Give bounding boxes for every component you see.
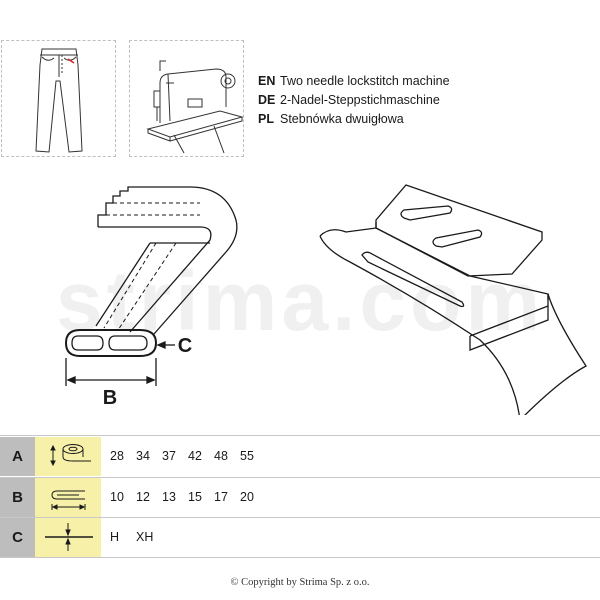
row-letter: B bbox=[0, 478, 35, 517]
table-row-a: A 28 34 37 42 48 55 bbox=[0, 437, 600, 476]
jeans-thumbnail bbox=[1, 40, 116, 157]
row-values: 28 34 37 42 48 55 bbox=[110, 437, 266, 476]
folded-tape-drawing bbox=[64, 186, 238, 386]
value-cell: 48 bbox=[214, 449, 228, 463]
language-text: Stebnówka dwuigłowa bbox=[280, 112, 404, 126]
sewing-machine-icon bbox=[146, 60, 244, 154]
language-code: PL bbox=[258, 112, 274, 126]
language-line-en: EN Two needle lockstitch machine bbox=[258, 73, 450, 90]
language-code: EN bbox=[258, 74, 276, 88]
technical-diagram: strima.com B C bbox=[56, 184, 587, 415]
value-cell: 17 bbox=[214, 490, 228, 504]
value-cell: H bbox=[110, 530, 120, 544]
copyright-notice: © Copyright by Strima Sp. z o.o. bbox=[230, 577, 370, 588]
row-values: H XH bbox=[110, 518, 162, 557]
table-row-c: C H XH bbox=[0, 518, 600, 557]
language-line-pl: PL Stebnówka dwuigłowa bbox=[258, 111, 404, 128]
row-letter: A bbox=[0, 437, 35, 476]
folded-width-icon bbox=[51, 490, 86, 510]
value-cell: 37 bbox=[162, 449, 176, 463]
jeans-icon bbox=[35, 48, 83, 153]
value-cell: 28 bbox=[110, 449, 124, 463]
row-values: 10 12 13 15 17 20 bbox=[110, 478, 266, 517]
row-icon-cell bbox=[35, 518, 101, 557]
row-icon-cell bbox=[35, 437, 101, 476]
value-cell: 55 bbox=[240, 449, 254, 463]
language-line-de: DE 2-Nadel-Steppstichmaschine bbox=[258, 92, 440, 109]
table-row-b: B 10 12 13 15 17 20 bbox=[0, 478, 600, 517]
row-icon-cell bbox=[35, 478, 101, 517]
value-cell: 34 bbox=[136, 449, 150, 463]
table-divider bbox=[0, 517, 600, 518]
table-divider bbox=[0, 557, 600, 558]
table-divider bbox=[0, 435, 600, 436]
value-cell: XH bbox=[136, 530, 154, 544]
binder-attachment-drawing bbox=[319, 184, 587, 415]
value-cell: 10 bbox=[110, 490, 124, 504]
language-text: 2-Nadel-Steppstichmaschine bbox=[280, 93, 440, 107]
value-cell: 20 bbox=[240, 490, 254, 504]
value-cell: 12 bbox=[136, 490, 150, 504]
tape-roll-width-icon bbox=[50, 444, 91, 467]
value-cell: 42 bbox=[188, 449, 202, 463]
dimension-label-c: C bbox=[178, 335, 192, 357]
dimension-label-b: B bbox=[103, 387, 117, 409]
row-letter: C bbox=[0, 518, 35, 557]
language-code: DE bbox=[258, 93, 276, 107]
value-cell: 13 bbox=[162, 490, 176, 504]
language-text: Two needle lockstitch machine bbox=[280, 74, 450, 88]
thickness-arrows-icon bbox=[45, 523, 93, 551]
value-cell: 15 bbox=[188, 490, 202, 504]
table-divider bbox=[0, 477, 600, 478]
machine-thumbnail bbox=[129, 40, 244, 157]
